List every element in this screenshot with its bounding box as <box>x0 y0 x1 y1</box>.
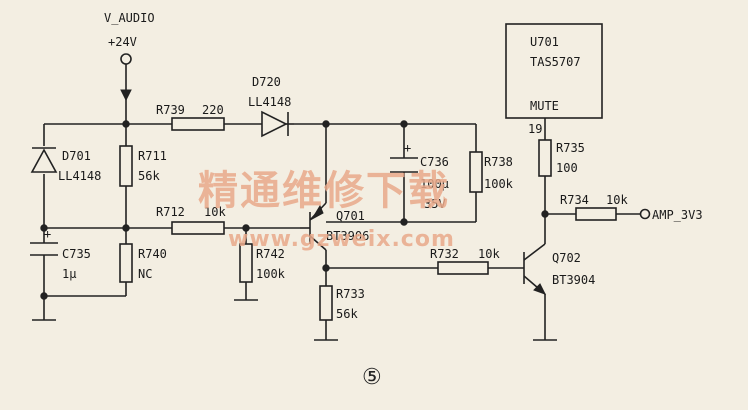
diode-d720: D720 LL4148 <box>248 75 294 138</box>
svg-text:Q702: Q702 <box>552 251 581 265</box>
resistor-r738: R738 100k <box>469 151 514 193</box>
svg-text:D701: D701 <box>62 149 91 163</box>
resistor-r711: R711 56k <box>119 145 167 187</box>
capacitor-c736: + C736 100μ 35V <box>390 141 449 211</box>
watermark: 精通维修下载 www.gzweix.com <box>198 167 455 252</box>
watermark-url: www.gzweix.com <box>228 227 455 252</box>
resistor-r739: R739 220 <box>156 103 225 131</box>
ic-pin-number: 19 <box>528 122 542 136</box>
ground-symbols <box>32 299 557 341</box>
transistor-q702: Q702 BT3904 <box>523 243 595 295</box>
resistor-r735: R735 100 <box>538 139 585 177</box>
ic-ref: U701 <box>530 35 559 49</box>
svg-text:C735: C735 <box>62 247 91 261</box>
resistor-r734: R734 10k <box>560 193 628 221</box>
resistor-r712: R712 10k <box>156 205 226 235</box>
ic-pin-name: MUTE <box>530 99 559 113</box>
svg-text:R734: R734 <box>560 193 589 207</box>
supply-net-label: V_AUDIO <box>104 11 155 25</box>
resistor-r742: R742 100k <box>239 243 286 283</box>
output-net-label: AMP_3V3 <box>652 208 703 222</box>
figure-number: ⑤ <box>362 365 382 390</box>
svg-text:R711: R711 <box>138 149 167 163</box>
svg-text:+: + <box>44 227 51 241</box>
svg-text:56k: 56k <box>138 169 160 183</box>
svg-text:LL4148: LL4148 <box>248 95 291 109</box>
svg-text:220: 220 <box>202 103 224 117</box>
svg-text:R740: R740 <box>138 247 167 261</box>
power-supply: V_AUDIO +24V <box>104 11 155 102</box>
resistor-r740: R740 NC <box>119 243 167 283</box>
svg-text:R742: R742 <box>256 247 285 261</box>
svg-text:BT3904: BT3904 <box>552 273 595 287</box>
ic-part: TAS5707 <box>530 55 581 69</box>
svg-text:10k: 10k <box>478 247 500 261</box>
watermark-text: 精通维修下载 <box>198 167 450 214</box>
capacitor-c735: + C735 1μ <box>30 227 91 281</box>
svg-text:NC: NC <box>138 267 152 281</box>
svg-text:Q701: Q701 <box>336 209 365 223</box>
svg-text:10k: 10k <box>606 193 628 207</box>
svg-text:R712: R712 <box>156 205 185 219</box>
output-terminal: AMP_3V3 <box>639 208 703 222</box>
svg-text:100k: 100k <box>256 267 286 281</box>
svg-text:100μ: 100μ <box>420 177 449 191</box>
svg-text:C736: C736 <box>420 155 449 169</box>
supply-voltage-label: +24V <box>108 35 137 49</box>
svg-text:100k: 100k <box>484 177 514 191</box>
svg-text:R738: R738 <box>484 155 513 169</box>
svg-text:R735: R735 <box>556 141 585 155</box>
svg-text:1μ: 1μ <box>62 267 76 281</box>
svg-text:D720: D720 <box>252 75 281 89</box>
svg-text:R739: R739 <box>156 103 185 117</box>
svg-text:10k: 10k <box>204 205 226 219</box>
resistor-r732: R732 10k <box>430 247 500 275</box>
svg-text:R732: R732 <box>430 247 459 261</box>
svg-text:56k: 56k <box>336 307 358 321</box>
diode-d701: D701 LL4148 <box>30 147 101 183</box>
transistor-q701: Q701 BT3906 <box>300 202 369 251</box>
resistor-r733: R733 56k <box>319 285 365 321</box>
svg-text:BT3906: BT3906 <box>326 229 369 243</box>
junctions <box>40 120 549 300</box>
svg-text:LL4148: LL4148 <box>58 169 101 183</box>
svg-text:100: 100 <box>556 161 578 175</box>
svg-text:35V: 35V <box>424 197 446 211</box>
svg-text:R733: R733 <box>336 287 365 301</box>
svg-text:+: + <box>404 141 411 155</box>
ic-u701: U701 TAS5707 MUTE 19 <box>505 23 603 136</box>
